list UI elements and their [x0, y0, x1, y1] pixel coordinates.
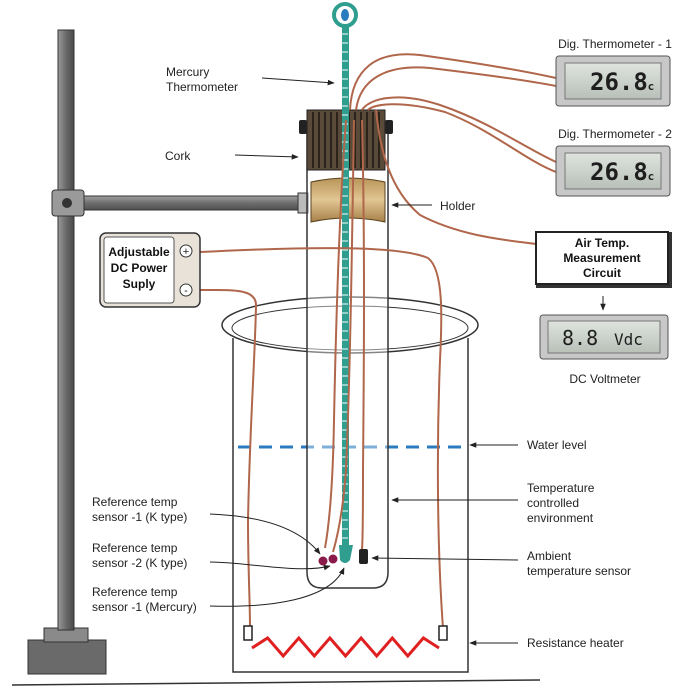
thermometer-stem [342, 26, 349, 548]
air-circuit-line-1: Air Temp. [575, 236, 629, 250]
ground-line [11, 679, 541, 686]
wire-ref2 [332, 119, 355, 553]
stand-pole [57, 29, 75, 631]
arrow-ref3 [209, 567, 345, 607]
label-holder: Holder [440, 199, 475, 213]
wire-thermo2-b [367, 103, 557, 173]
arm-end-cap [297, 192, 309, 214]
label-ref3-line-2: sensor -1 (Mercury) [92, 600, 197, 614]
air-circuit-line-3: Circuit [583, 266, 621, 280]
thermo2-value: 26.8 [590, 158, 648, 186]
air-temp-circuit: Air Temp. Measurement Circuit [535, 231, 672, 311]
arrow-ref1 [209, 513, 321, 555]
label-cork: Cork [165, 149, 191, 163]
psu-line-2: DC Power [111, 261, 168, 275]
psu-line-1: Adjustable [108, 245, 170, 259]
sensors [318, 549, 368, 566]
thermo1-lcd [564, 62, 662, 100]
thermometer-bulb [339, 545, 353, 563]
heater-terminal-left [243, 625, 253, 641]
arrow-mercury [261, 77, 335, 86]
wire-thermo1-a [349, 53, 557, 111]
thermo1-value: 26.8 [590, 68, 648, 96]
label-ref1-line-1: Reference temp [92, 495, 178, 509]
thermo2-lcd [564, 152, 662, 190]
label-ref3-line-1: Reference temp [92, 585, 178, 599]
retort-stand [27, 29, 309, 675]
arrow-cork [234, 154, 299, 160]
stand-arm [81, 195, 305, 211]
voltmeter-lcd [547, 320, 661, 354]
psu-panel [103, 236, 175, 304]
label-ref2-line-2: sensor -2 (K type) [92, 556, 187, 570]
label-ref1-line-2: sensor -1 (K type) [92, 510, 187, 524]
psu-plus-terminal-icon [179, 244, 193, 258]
air-circuit-box [535, 231, 669, 285]
mercury-thermometer [332, 2, 358, 563]
label-ref2-line-1: Reference temp [92, 541, 178, 555]
ambient-sensor [359, 549, 368, 564]
heater-coil [251, 635, 440, 659]
wire-air-circuit [375, 109, 537, 245]
arrow-ambient [371, 555, 519, 561]
thermo1-unit: °c [641, 80, 654, 93]
cork-clip-left [299, 120, 307, 134]
voltmeter-value: 8.8 [562, 326, 598, 350]
dc-voltmeter: 8.8 Vdc DC Voltmeter [539, 314, 669, 386]
label-water-level: Water level [527, 438, 587, 452]
psu-minus-terminal-icon [179, 283, 193, 297]
beaker-wall [232, 338, 469, 673]
thermo1-title: Dig. Thermometer - 1 [558, 37, 672, 51]
label-mercury-line-2: Thermometer [166, 80, 238, 94]
ref2-sensor-dot [328, 554, 338, 564]
wires [199, 53, 557, 629]
label-ambient-line-2: temperature sensor [527, 564, 631, 578]
digital-thermometer-2: Dig. Thermometer - 2 26.8 °c [555, 127, 672, 197]
voltmeter-label: DC Voltmeter [569, 372, 640, 386]
wire-ref1 [324, 119, 347, 549]
label-ambient-line-1: Ambient [527, 549, 572, 563]
label-env-line-1: Temperature [527, 481, 595, 495]
thermo2-title: Dig. Thermometer - 2 [558, 127, 672, 141]
label-heater: Resistance heater [527, 636, 624, 650]
clamp-screw-icon [62, 198, 72, 208]
air-circuit-line-2: Measurement [563, 251, 640, 265]
cork-clip-right [385, 120, 393, 134]
resistance-heater [243, 625, 448, 659]
thermo2-unit: °c [641, 170, 654, 183]
stand-base [27, 639, 107, 675]
label-env-line-3: environment [527, 511, 594, 525]
psu-minus-sign: - [184, 285, 188, 297]
wire-psu-negative [199, 288, 258, 629]
label-env-line-2: controlled [527, 496, 579, 510]
label-mercury-line-1: Mercury [166, 65, 209, 79]
psu-line-3: Suply [123, 277, 156, 291]
ref1-sensor-dot [318, 556, 328, 566]
wire-thermo1-b [355, 66, 557, 111]
callouts: Mercury Thermometer Cork Holder Water le… [92, 65, 631, 650]
voltmeter-unit: Vdc [614, 330, 643, 349]
power-supply: Adjustable DC Power Suply + - [99, 232, 201, 308]
psu-plus-sign: + [183, 246, 189, 258]
heater-terminal-right [438, 625, 448, 641]
thermometer-top-dot [341, 9, 349, 21]
wire-thermo2-a [361, 96, 557, 163]
digital-thermometer-1: Dig. Thermometer - 1 26.8 °c [555, 37, 672, 107]
wire-ambient [361, 119, 365, 551]
arrow-ref2 [209, 561, 331, 571]
